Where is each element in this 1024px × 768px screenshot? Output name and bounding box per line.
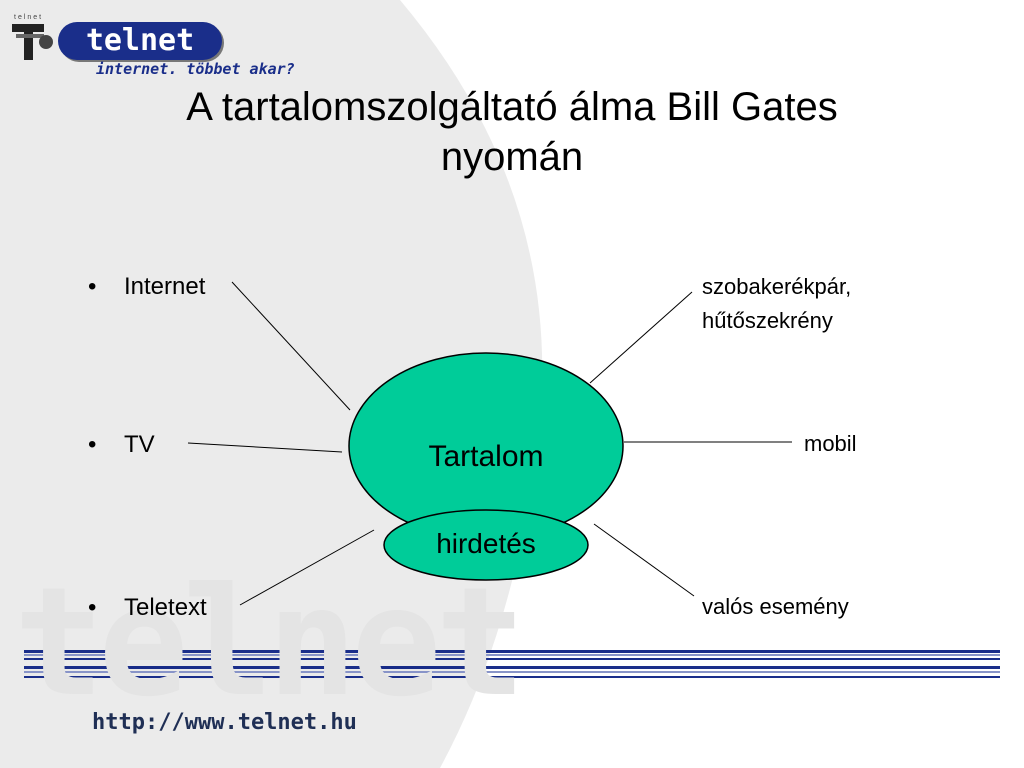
connector-internet <box>231 281 351 411</box>
connector-bottom-right <box>593 523 695 597</box>
logo-word: telnet <box>85 23 195 58</box>
bullet-label: TV <box>124 431 155 458</box>
bullet-label: Teletext <box>124 594 207 621</box>
logo-tagline: internet. többet akar? <box>96 60 295 78</box>
background-arc <box>0 0 543 768</box>
stripe <box>24 658 1000 660</box>
watermark-stripes <box>24 650 1000 678</box>
bullet-label: Internet <box>124 273 206 300</box>
label-line-2: hűtőszekrény <box>702 308 833 333</box>
label-exercise-fridge: szobakerékpár, hűtőszekrény <box>702 270 851 338</box>
bullet-teletext: • Teletext <box>88 594 207 622</box>
stripe <box>24 654 1000 656</box>
bullet-dot: • <box>88 273 97 300</box>
bullet-internet: • Internet <box>88 273 205 301</box>
stripe <box>24 650 1000 653</box>
bullet-dot: • <box>88 594 97 621</box>
ad-label: hirdetés <box>436 528 536 559</box>
footer-url: http://www.telnet.hu <box>92 710 357 735</box>
label-line-1: szobakerékpár, <box>702 274 852 299</box>
connector-tv <box>187 442 343 453</box>
slide-title: A tartalomszolgáltató álma Bill Gates ny… <box>0 82 1024 182</box>
title-line-1: A tartalomszolgáltató álma Bill Gates <box>186 85 838 129</box>
stripe <box>24 666 1000 669</box>
label-real-event: valós esemény <box>702 594 849 619</box>
watermark-word: telnet <box>14 556 526 730</box>
bullet-tv: • TV <box>88 431 155 459</box>
title-line-2: nyomán <box>440 135 584 179</box>
connector-teletext <box>239 529 375 606</box>
center-label: Tartalom <box>428 440 544 473</box>
logo-pill: telnet <box>58 22 222 60</box>
stripe <box>24 671 1000 673</box>
stripe <box>24 676 1000 678</box>
logo-small-text: telnet <box>14 14 44 21</box>
label-mobil: mobil <box>804 431 857 456</box>
connector-top-right <box>589 291 693 384</box>
telnet-t-icon <box>12 24 53 60</box>
connector-lines <box>187 281 792 606</box>
ad-ellipse <box>383 509 589 581</box>
bullet-dot: • <box>88 431 97 458</box>
